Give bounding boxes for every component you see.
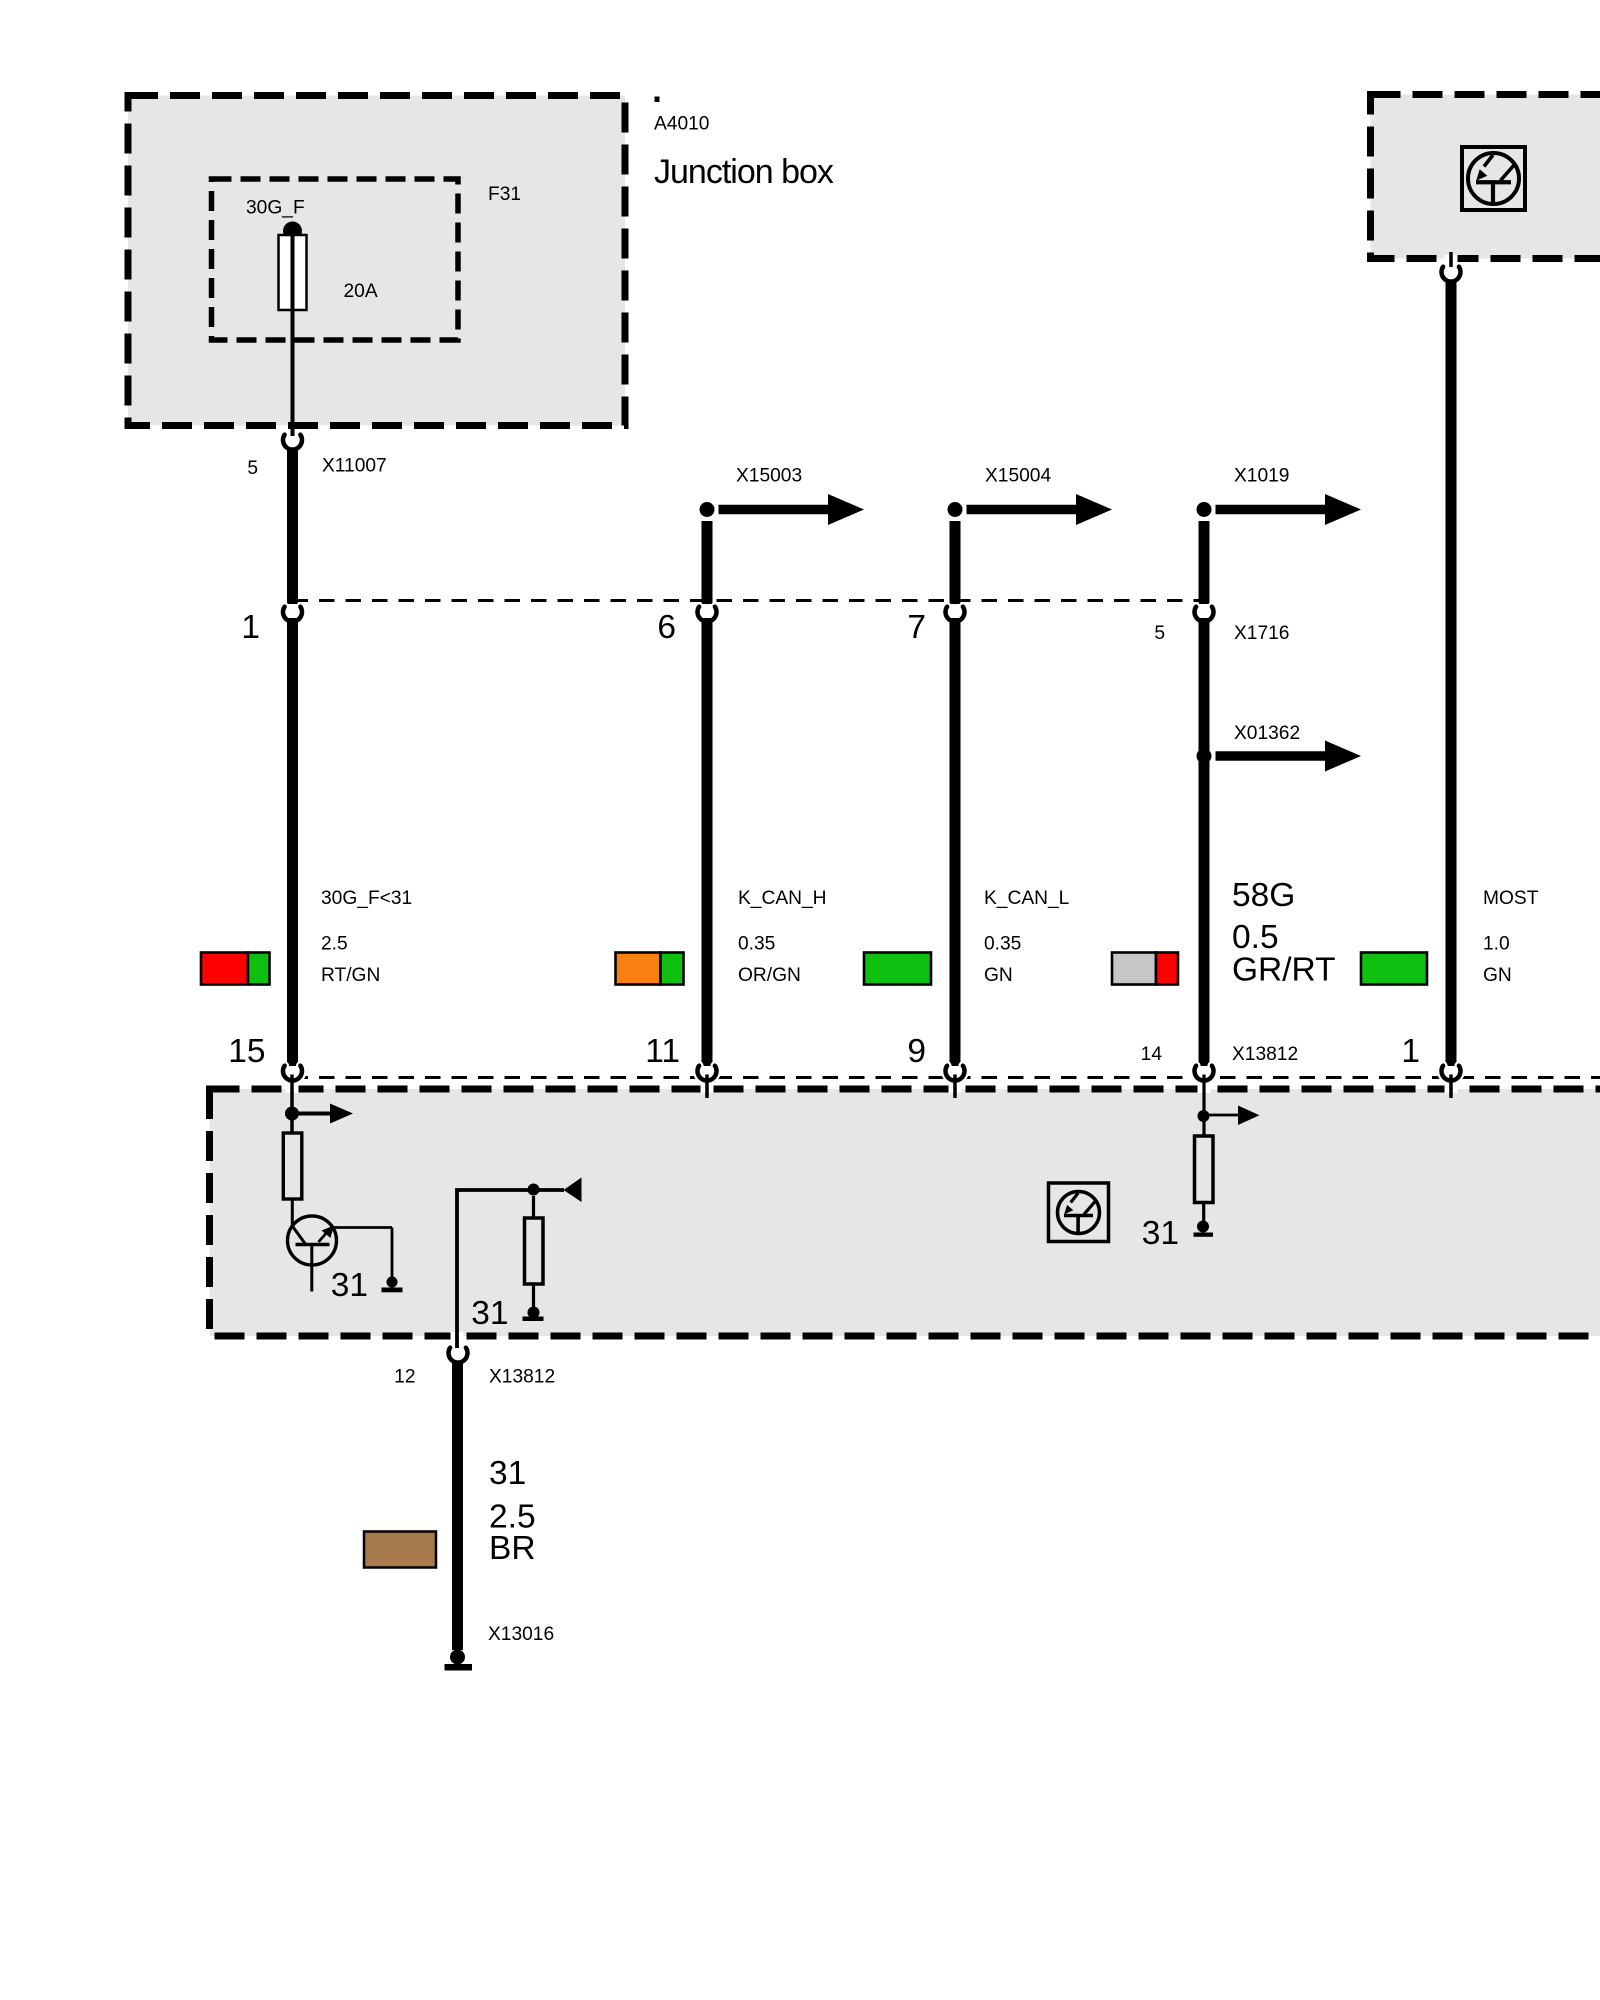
- svg-text:20A: 20A: [344, 281, 378, 302]
- svg-text:X13016: X13016: [488, 1624, 554, 1645]
- svg-text:1: 1: [1401, 1033, 1420, 1070]
- svg-text:6: 6: [657, 609, 676, 646]
- svg-text:12: 12: [394, 1367, 415, 1388]
- svg-text:31: 31: [489, 1455, 526, 1492]
- svg-text:K_CAN_H: K_CAN_H: [738, 888, 827, 909]
- svg-text:X11007: X11007: [322, 456, 387, 477]
- svg-text:0.35: 0.35: [984, 934, 1021, 955]
- svg-text:7: 7: [907, 609, 926, 646]
- svg-text:15: 15: [228, 1033, 265, 1070]
- svg-text:0.35: 0.35: [738, 934, 775, 955]
- svg-text:14: 14: [1141, 1044, 1163, 1065]
- svg-text:F31: F31: [488, 184, 521, 205]
- svg-text:5: 5: [247, 458, 258, 479]
- svg-text:2.5: 2.5: [321, 934, 348, 955]
- svg-text:X15004: X15004: [985, 466, 1051, 487]
- svg-text:X13812: X13812: [1232, 1044, 1298, 1065]
- svg-text:GN: GN: [984, 965, 1013, 986]
- svg-text:X13812: X13812: [489, 1367, 555, 1388]
- svg-text:A4010: A4010: [654, 114, 709, 135]
- svg-text:0.5: 0.5: [1232, 919, 1279, 956]
- svg-text:RT/GN: RT/GN: [321, 965, 380, 986]
- svg-text:OR/GN: OR/GN: [738, 965, 801, 986]
- svg-text:GN: GN: [1483, 965, 1512, 986]
- svg-text:X1019: X1019: [1234, 466, 1289, 487]
- svg-text:2.5: 2.5: [489, 1499, 536, 1536]
- svg-text:31: 31: [1142, 1215, 1179, 1252]
- svg-text:Junction box: Junction box: [654, 153, 834, 191]
- svg-text:MOST: MOST: [1483, 888, 1539, 909]
- svg-text:5: 5: [1154, 623, 1165, 644]
- svg-text:31: 31: [471, 1295, 508, 1332]
- svg-text:1: 1: [241, 609, 260, 646]
- svg-text:30G_F<31: 30G_F<31: [321, 888, 412, 909]
- svg-text:30G_F: 30G_F: [246, 198, 305, 219]
- svg-text:GR/RT: GR/RT: [1232, 952, 1336, 989]
- svg-text:31: 31: [331, 1267, 368, 1304]
- svg-text:X1716: X1716: [1234, 623, 1289, 644]
- svg-text:1.0: 1.0: [1483, 934, 1510, 955]
- svg-text:BR: BR: [489, 1530, 536, 1567]
- svg-text:11: 11: [645, 1033, 680, 1070]
- svg-text:X15003: X15003: [736, 466, 802, 487]
- svg-text:K_CAN_L: K_CAN_L: [984, 888, 1070, 909]
- svg-text:58G: 58G: [1232, 877, 1295, 914]
- svg-text:X01362: X01362: [1234, 723, 1300, 744]
- svg-text:9: 9: [907, 1033, 926, 1070]
